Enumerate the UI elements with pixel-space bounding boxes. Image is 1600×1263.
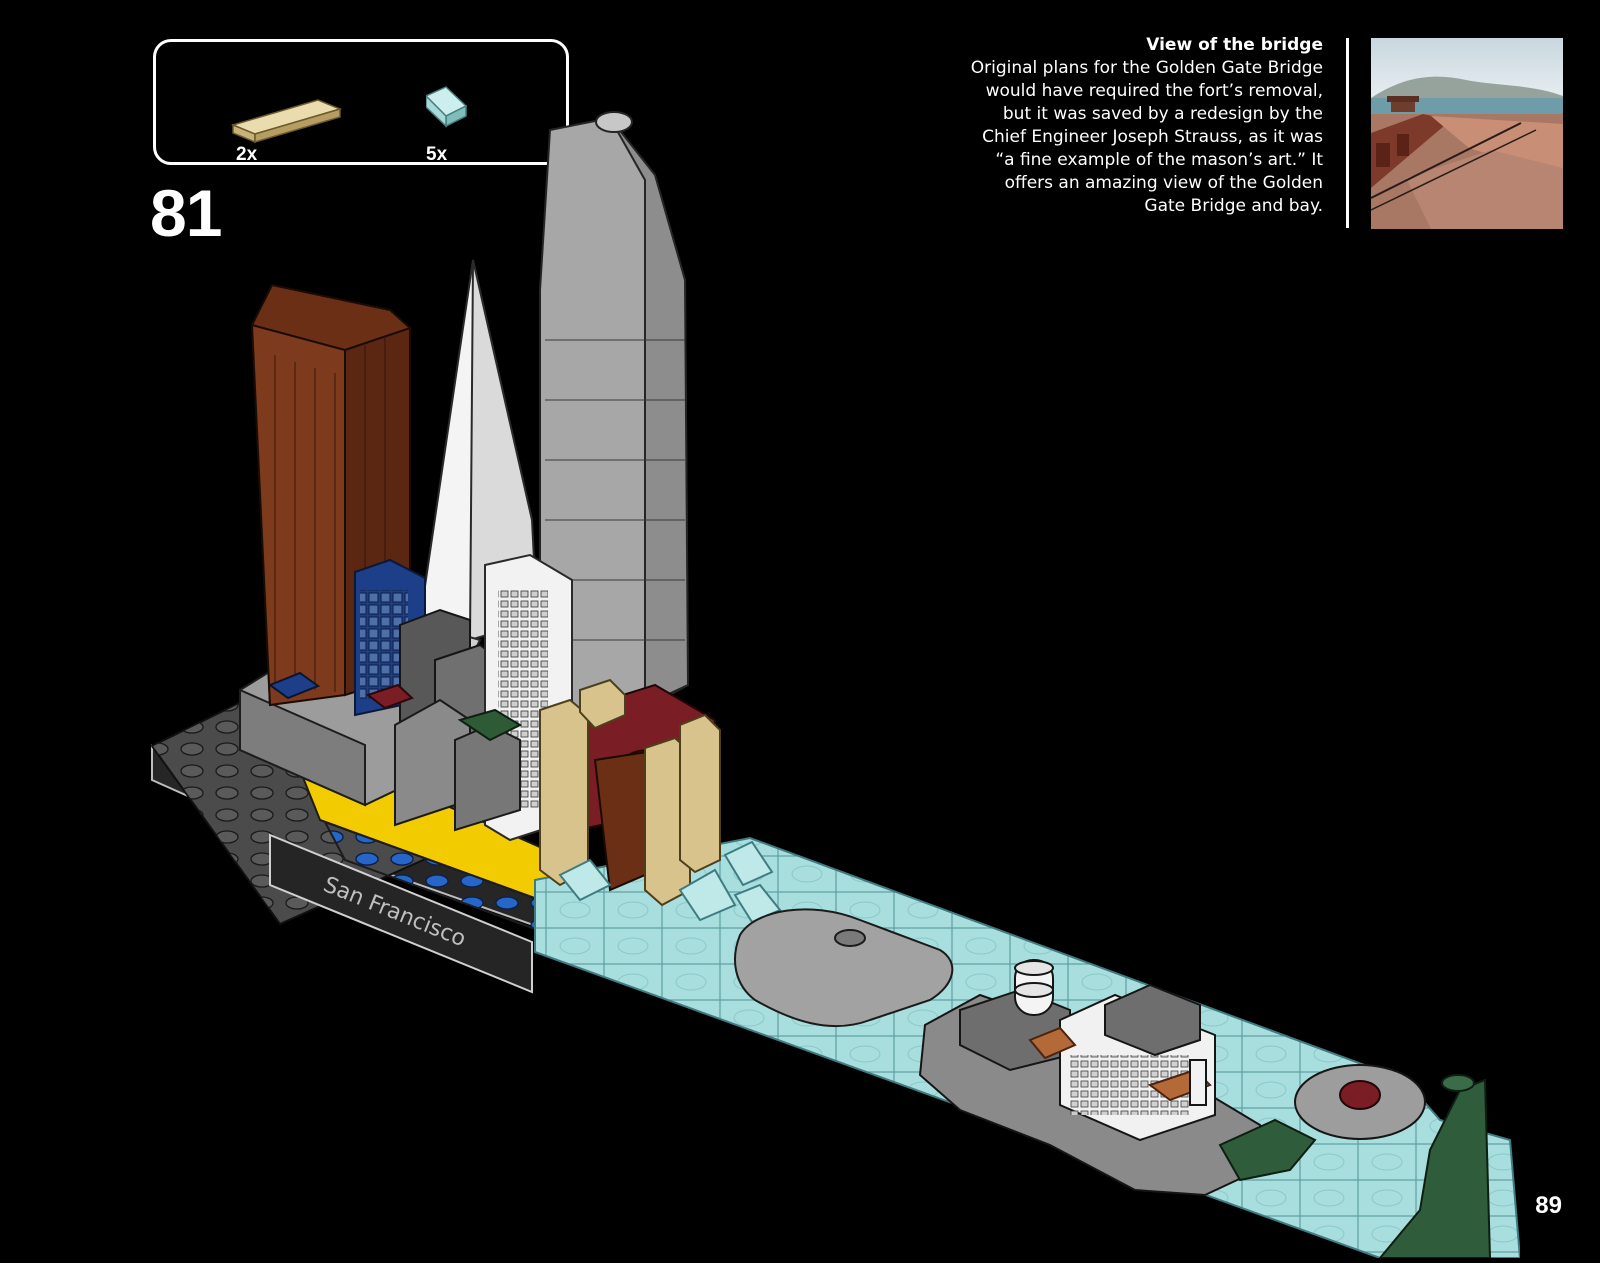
tan-tile-icon: [230, 99, 343, 144]
fort-photo-image: [1371, 38, 1563, 229]
trans-slope-icon: [426, 86, 468, 128]
info-body: Original plans for the Golden Gate Bridg…: [970, 58, 1323, 216]
san-francisco-skyline-model: San Francisco: [150, 111, 1522, 1260]
step-number: 81: [150, 176, 222, 250]
part-quantity: 2x: [236, 144, 258, 165]
page-number: 89: [1535, 1192, 1562, 1219]
part-tan-tile: 2x: [228, 62, 368, 165]
parts-callout: 2x 5x: [153, 39, 569, 165]
info-panel: View of the bridge Original plans for th…: [963, 34, 1323, 218]
info-divider: [1346, 38, 1349, 228]
fort-point-photo: [1371, 38, 1563, 229]
model-illustration: San Francisco: [140, 100, 1522, 1260]
part-quantity: 5x: [426, 144, 448, 165]
part-trans-slope: 5x: [426, 62, 566, 165]
info-title: View of the bridge: [1146, 35, 1323, 55]
